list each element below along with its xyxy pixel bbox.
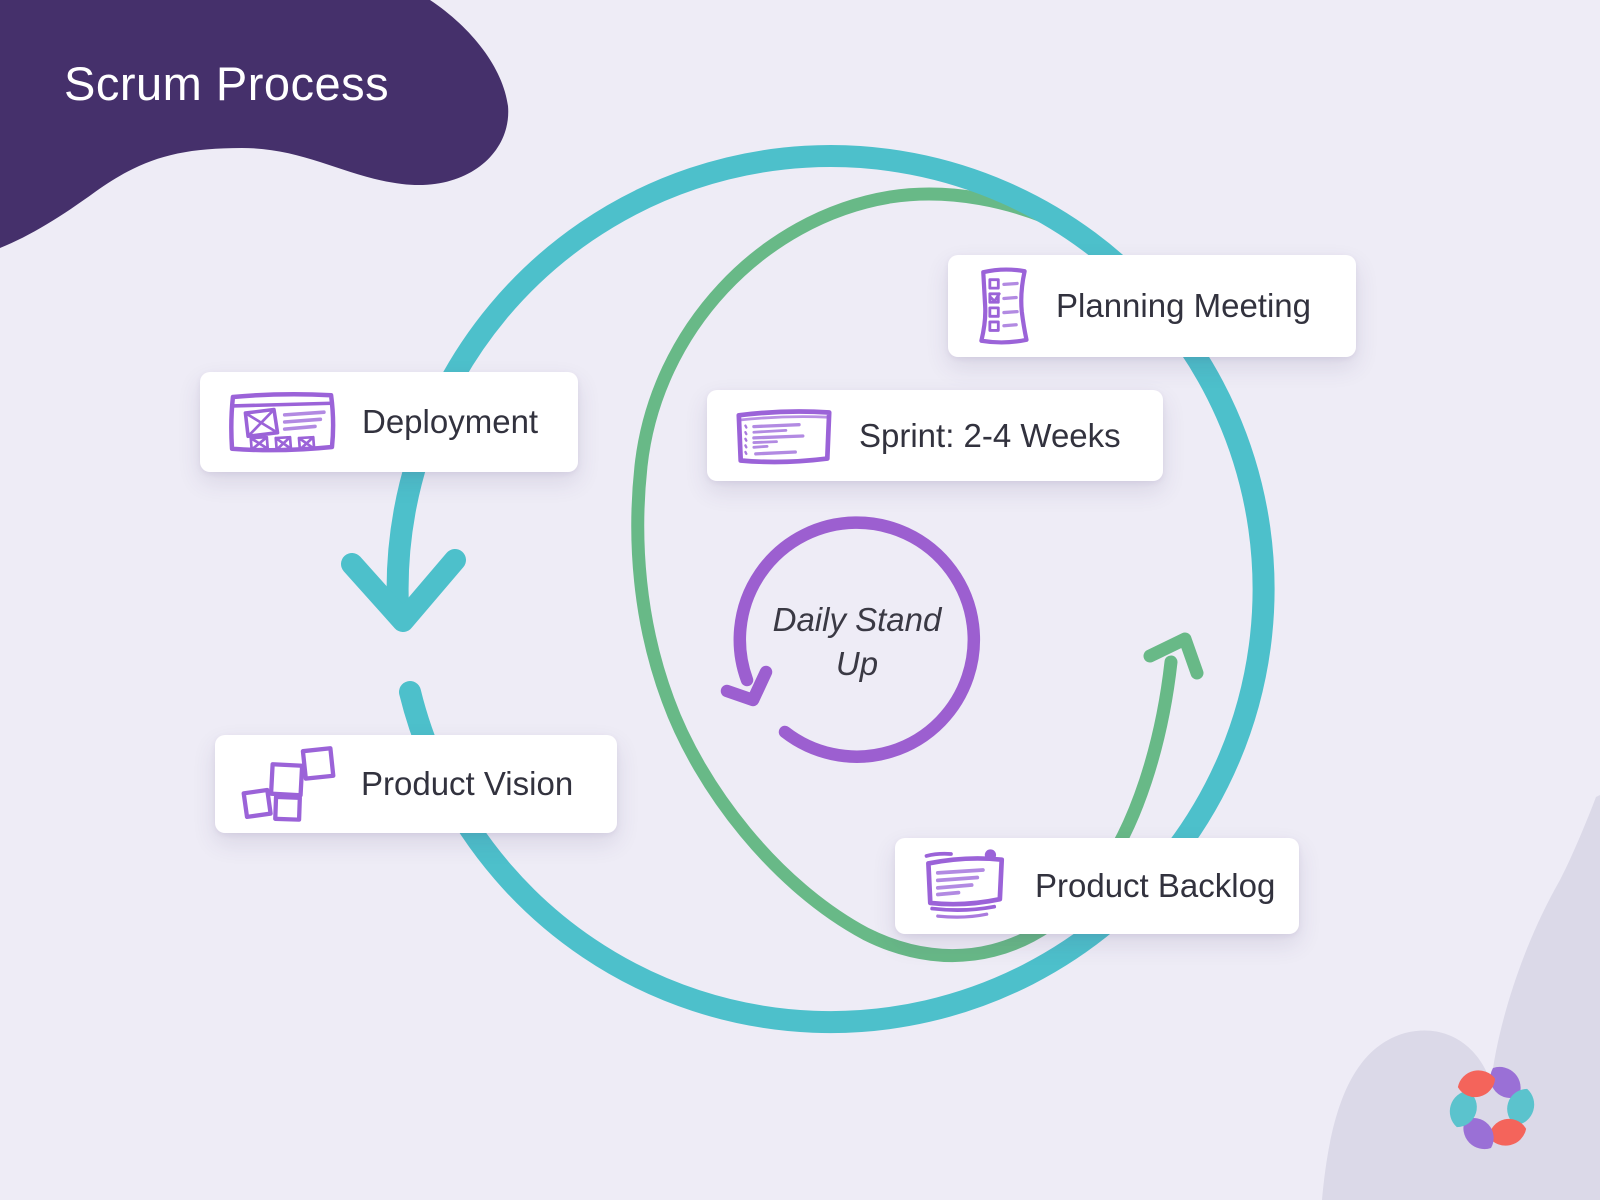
node-card-planning-meeting: Planning Meeting: [948, 255, 1356, 357]
daily-standup-cycle-arrow: [720, 516, 981, 763]
mid-cycle-arrowhead: [1143, 632, 1204, 680]
node-label: Planning Meeting: [1056, 287, 1312, 324]
corner-blob: [1322, 795, 1600, 1200]
node-card-product-backlog: Product Backlog: [895, 838, 1299, 934]
node-label: Deployment: [362, 403, 539, 440]
wireframe-page-icon: [224, 386, 340, 458]
title-blob: [0, 0, 509, 248]
sticky-notes-icon: [239, 744, 339, 824]
flower-logo-icon: [1449, 1066, 1535, 1150]
daily-standup-label: Daily Stand Up: [772, 601, 942, 682]
daily-standup-arrowhead: [720, 665, 773, 707]
node-card-product-vision: Product Vision: [215, 735, 617, 833]
page-title: Scrum Process: [64, 57, 390, 110]
outer-cycle-arrow: [341, 145, 1275, 1034]
node-label: Product Vision: [361, 765, 574, 802]
checklist-icon: [972, 264, 1034, 348]
node-card-deployment: Deployment: [200, 372, 578, 472]
document-stack-icon: [919, 848, 1013, 924]
node-label: Product Backlog: [1035, 867, 1276, 904]
browser-window-icon: [731, 404, 837, 468]
node-card-sprint: Sprint: 2-4 Weeks: [707, 390, 1163, 481]
outer-cycle-arrowhead: [341, 549, 466, 632]
node-label: Sprint: 2-4 Weeks: [859, 416, 1121, 454]
